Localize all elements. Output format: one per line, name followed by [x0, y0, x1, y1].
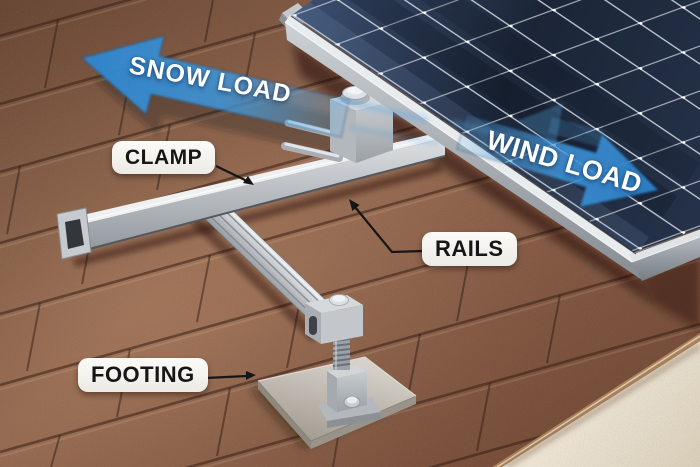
snow-load-motion-streaks [337, 97, 439, 146]
footing-callout: FOOTING [78, 358, 208, 393]
clamp-callout: CLAMP [112, 141, 216, 175]
footing-pointer-arrow [205, 374, 248, 380]
rails-pointer-arrow [354, 206, 425, 254]
bracket-slot [309, 316, 317, 335]
clamp-pointer-arrow [215, 165, 248, 182]
footing-assembly [257, 294, 417, 449]
callout-pointers [205, 165, 425, 380]
rails-callout: RAILS [422, 232, 517, 267]
clamp-pin [281, 142, 343, 162]
snow-load-arrow-icon [80, 34, 350, 138]
wind-load-motion-streak [451, 119, 517, 142]
